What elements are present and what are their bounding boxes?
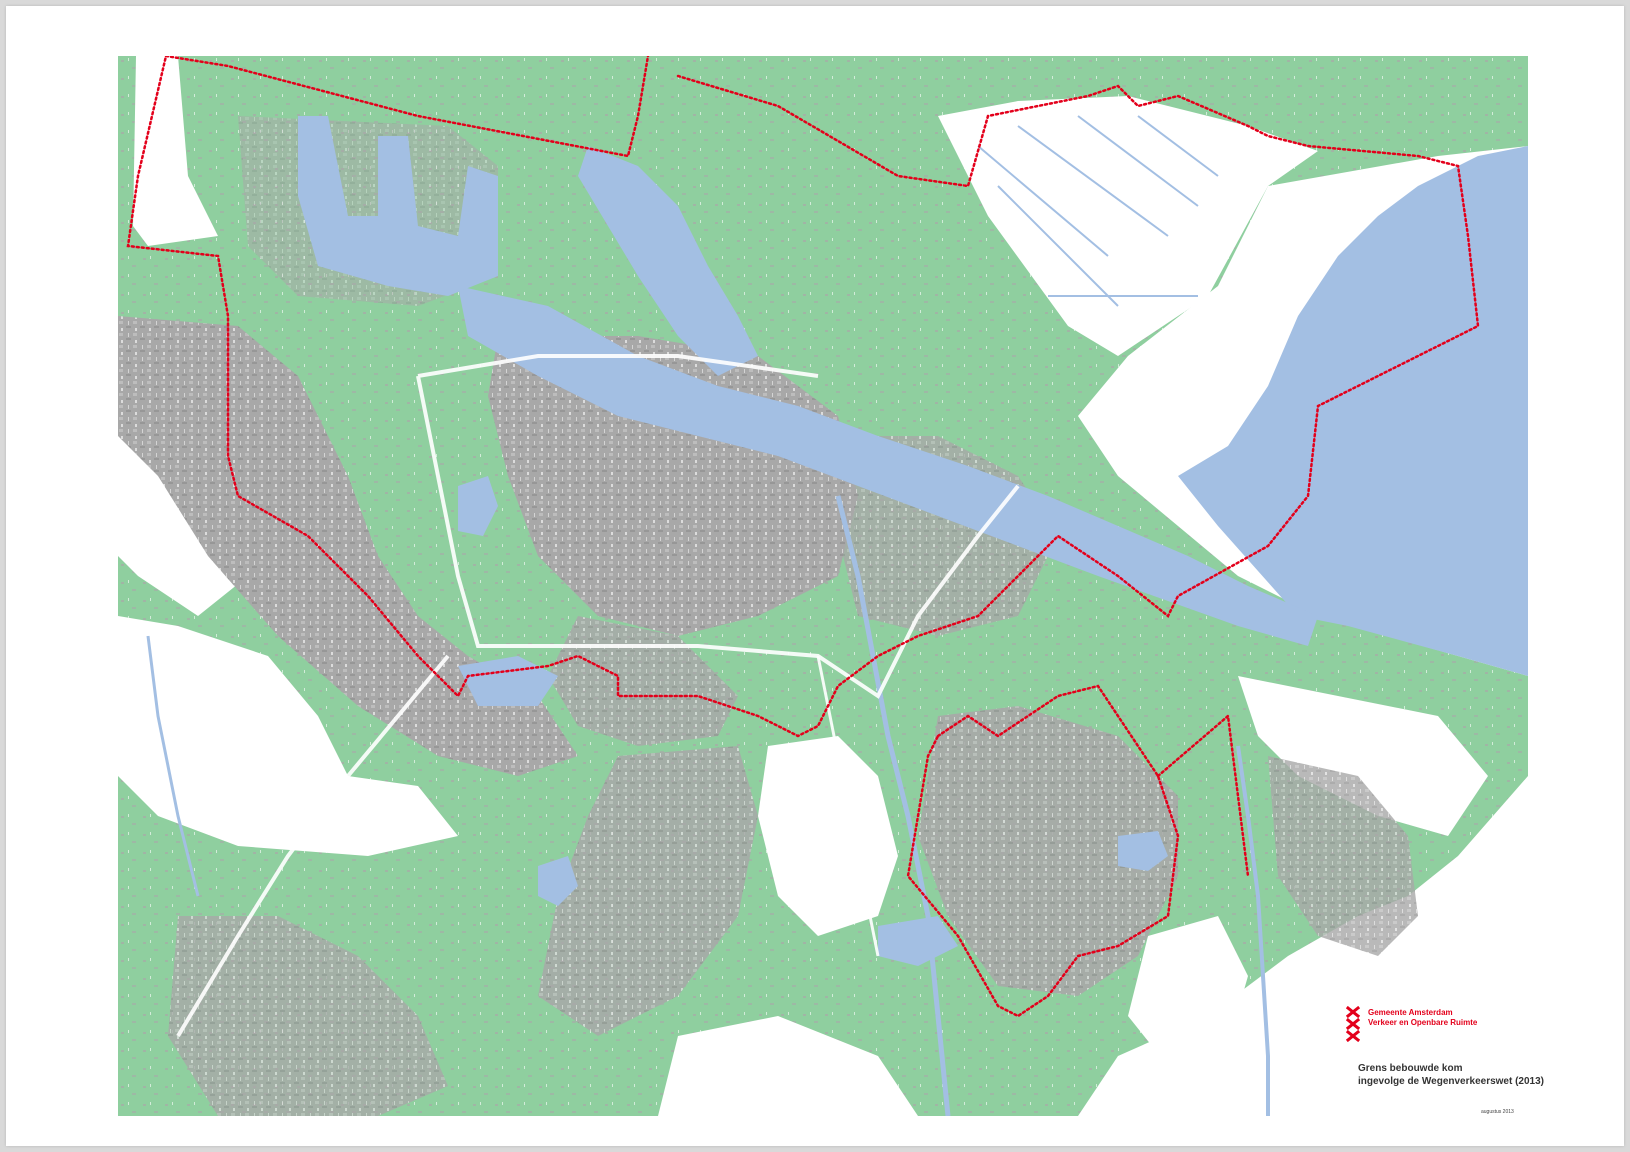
water-canals-ne [977, 115, 1219, 307]
built-up-boundary-southeast [906, 684, 1180, 1018]
open-land-east [1238, 676, 1488, 836]
water-harbour-channel [578, 146, 758, 376]
water-canal-east [1236, 745, 1270, 1116]
water-ij-lake [1178, 146, 1528, 676]
built-area-west [118, 316, 578, 776]
water-ringvaart [146, 635, 200, 897]
road-a4 [176, 654, 450, 1038]
legend-title-line-1: Grens bebouwde kom [1358, 1063, 1463, 1074]
water-gaasperplas [1118, 831, 1168, 871]
open-land-northeast [938, 96, 1318, 356]
water-port-basins [298, 116, 498, 296]
map-frame [118, 56, 1528, 1116]
water-lake-southwest [538, 856, 578, 906]
open-land-southeast [1128, 916, 1248, 1066]
built-up-boundary-east-spur [1156, 713, 1250, 878]
built-area-southwest [168, 916, 448, 1116]
map-sheet: Gemeente Amsterdam Verkeer en Openbare R… [6, 6, 1624, 1146]
map-canvas [118, 56, 1528, 1116]
water-lake-south [878, 916, 958, 966]
open-land-south [658, 1016, 918, 1116]
open-land-southwest [118, 616, 458, 856]
built-area-far-east [1268, 756, 1418, 956]
water-amstel [835, 495, 951, 1116]
built-area-nieuw-west [548, 616, 738, 746]
water-sloterplas [458, 476, 498, 536]
built-area-zuid [538, 746, 758, 1036]
water-ij-river [458, 286, 1318, 646]
road-ring-a10 [416, 354, 1020, 699]
organisation-department: Verkeer en Openbare Ruimte [1368, 1018, 1478, 1027]
legend-title-line-2: ingevolge de Wegenverkeerswet (2013) [1358, 1076, 1545, 1087]
built-area-southeast [918, 706, 1178, 996]
map-date: augustus 2013 [1481, 1109, 1514, 1115]
organisation-name: Gemeente Amsterdam [1368, 1008, 1453, 1017]
map-legend: Gemeente Amsterdam Verkeer en Openbare R… [1346, 1006, 1544, 1126]
built-up-boundary-line [126, 56, 1480, 738]
amsterdam-xxx-crosses-icon [1346, 1006, 1360, 1042]
